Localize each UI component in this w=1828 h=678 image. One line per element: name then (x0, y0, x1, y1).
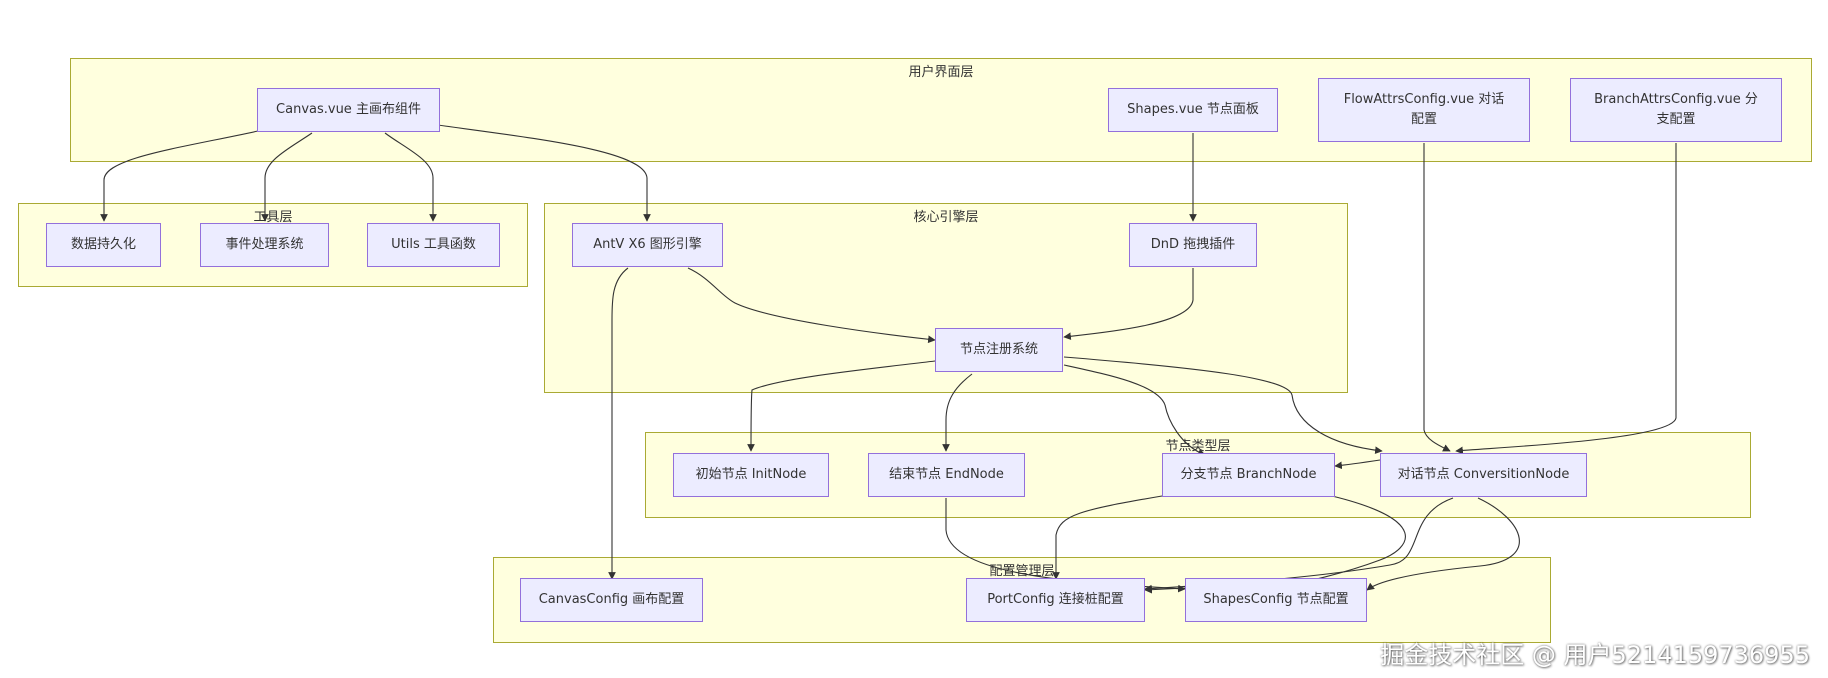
node-shapes-vue[interactable]: Shapes.vue 节点面板 (1108, 88, 1278, 132)
edge-canvas-to-persist (100, 130, 259, 222)
node-init[interactable]: 初始节点 InitNode (673, 453, 829, 497)
edge-conv-to-shapesconfig (1366, 497, 1520, 591)
node-event-system[interactable]: 事件处理系统 (200, 223, 329, 267)
edge-flowattrs-to-conv (1423, 143, 1451, 452)
edge-branch-to-portconfig (1052, 495, 1163, 580)
edge-x6-to-registry (687, 267, 936, 344)
node-branchattrs-config[interactable]: BranchAttrsConfig.vue 分支配置 (1570, 78, 1782, 142)
node-port-config[interactable]: PortConfig 连接桩配置 (966, 578, 1145, 622)
node-registry[interactable]: 节点注册系统 (935, 328, 1063, 372)
edge-dnd-to-registry (1063, 268, 1194, 341)
node-canvas-config[interactable]: CanvasConfig 画布配置 (520, 578, 703, 622)
layer-core-title: 核心引擎层 (913, 210, 979, 225)
node-init-label: 初始节点 InitNode (695, 467, 807, 482)
watermark: 掘金技术社区 @ 用户5214159736955 (1380, 641, 1810, 669)
edge-shapesconfig-to-portconfig (1144, 585, 1187, 594)
edge-branchattrs-to-conv (1455, 143, 1677, 455)
node-event-system-label: 事件处理系统 (225, 237, 304, 252)
edge-canvas-to-events (261, 132, 313, 222)
node-branch[interactable]: 分支节点 BranchNode (1162, 453, 1335, 497)
edge-branch-to-shapesconfig (1266, 495, 1406, 593)
edge-canvas-to-utils (384, 132, 437, 222)
node-canvas-vue[interactable]: Canvas.vue 主画布组件 (257, 88, 440, 132)
node-flowattrs-config[interactable]: FlowAttrsConfig.vue 对话配置 (1318, 78, 1530, 142)
node-end-label: 结束节点 EndNode (889, 467, 1004, 482)
edge-conv-to-portconfig (1144, 497, 1454, 593)
edge-x6-to-canvasconfig (608, 267, 629, 580)
node-antv-x6-label: AntV X6 图形引擎 (593, 237, 702, 252)
node-dnd-plugin-label: DnD 拖拽插件 (1150, 237, 1236, 252)
node-canvas-config-label: CanvasConfig 画布配置 (538, 592, 685, 607)
edge-end-to-shapesconfig (945, 498, 1186, 593)
node-canvas-vue-label: Canvas.vue 主画布组件 (276, 102, 421, 117)
node-shapes-vue-label: Shapes.vue 节点面板 (1127, 102, 1259, 117)
edge-registry-to-conv (1063, 356, 1383, 455)
node-end[interactable]: 结束节点 EndNode (868, 453, 1025, 497)
layer-ui-title: 用户界面层 (908, 65, 974, 80)
node-persistence[interactable]: 数据持久化 (46, 223, 161, 267)
edge-registry-to-init (747, 360, 936, 452)
node-antv-x6[interactable]: AntV X6 图形引擎 (572, 223, 723, 267)
node-flowattrs-config-label: FlowAttrsConfig.vue 对话配置 (1343, 92, 1505, 127)
node-conversation[interactable]: 对话节点 ConversitionNode (1380, 453, 1587, 497)
node-registry-label: 节点注册系统 (959, 342, 1038, 357)
edge-registry-to-branch (1063, 364, 1206, 456)
node-utils-label: Utils 工具函数 (391, 237, 476, 252)
node-branch-label: 分支节点 BranchNode (1180, 467, 1317, 482)
node-shapes-config-label: ShapesConfig 节点配置 (1203, 592, 1349, 607)
layer-nodetypes-title: 节点类型层 (1165, 439, 1231, 454)
node-shapes-config[interactable]: ShapesConfig 节点配置 (1185, 578, 1367, 622)
node-port-config-label: PortConfig 连接桩配置 (987, 592, 1124, 607)
node-utils[interactable]: Utils 工具函数 (367, 223, 500, 267)
layer-config-title: 配置管理层 (989, 564, 1055, 579)
edge-registry-to-end (942, 373, 973, 452)
edge-canvas-to-x6 (437, 124, 651, 222)
node-persistence-label: 数据持久化 (70, 237, 136, 252)
node-branchattrs-config-label: BranchAttrsConfig.vue 分支配置 (1594, 92, 1758, 127)
node-dnd-plugin[interactable]: DnD 拖拽插件 (1129, 223, 1257, 267)
node-conversation-label: 对话节点 ConversitionNode (1397, 467, 1570, 482)
edge-conv-to-branch (1334, 459, 1381, 470)
